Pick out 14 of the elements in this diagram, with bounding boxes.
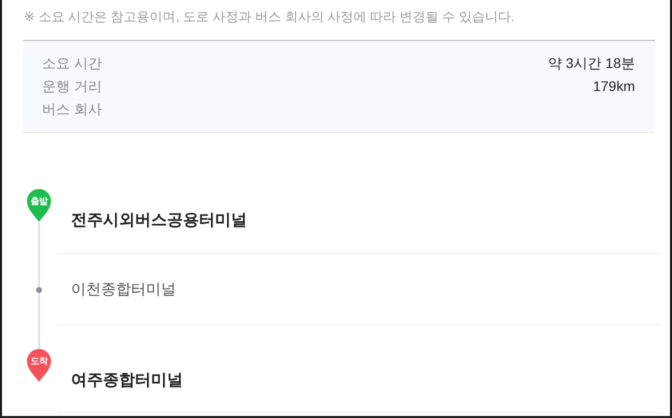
info-value: 179km (592, 77, 635, 96)
stop-name: 여주종합터미널 (71, 371, 183, 391)
stop-name: 이천종합터미널 (71, 280, 176, 300)
location-pin: 도착 (27, 349, 51, 382)
connector-line (38, 293, 40, 349)
note-text: ※ 소요 시간은 참고용이며, 도로 사정과 버스 회사의 사정에 따라 변경될 수 있습니다. (24, 8, 514, 26)
info-label: 운행 거리 (42, 77, 102, 96)
stop-name: 전주시외버스공용터미널 (71, 211, 247, 231)
stop-dot (36, 287, 42, 293)
info-label: 소요 시간 (42, 54, 102, 73)
connector-line (38, 222, 40, 287)
info-value: 약 3시간 18분 (548, 54, 635, 73)
info-label: 버스 회사 (42, 100, 102, 119)
location-pin: 출발 (27, 189, 51, 222)
